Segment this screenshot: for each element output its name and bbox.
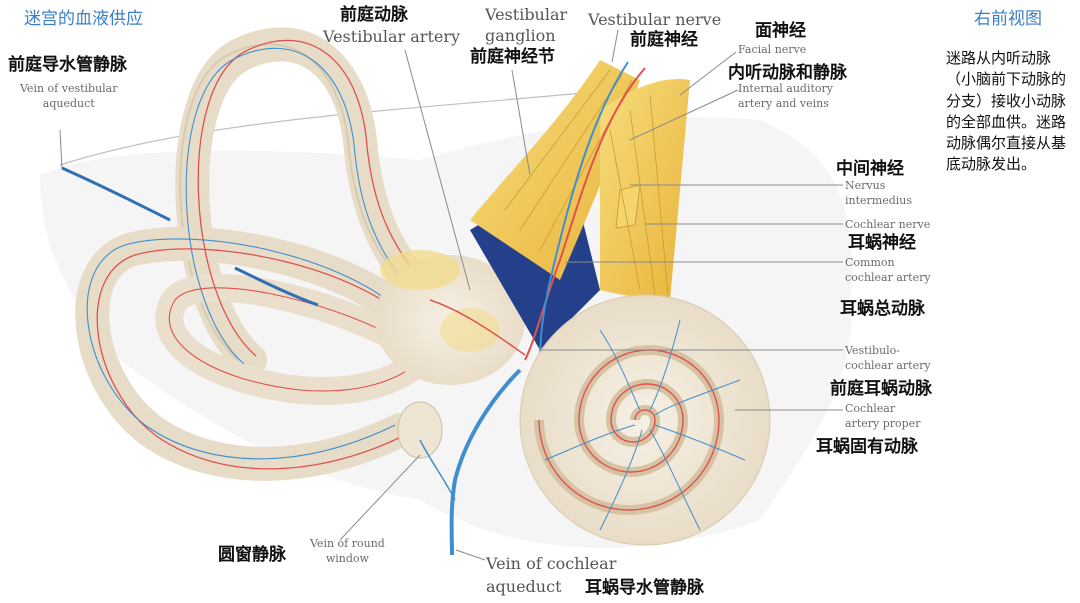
facial-nerve (600, 79, 690, 301)
vestibular-nerve (470, 60, 640, 280)
cochlear-aqueduct-vein (449, 368, 522, 556)
label-nervus-intermedius-cn: 中间神经 (836, 159, 904, 179)
label-cochlear-artery-proper-en: Cochlear artery proper (845, 402, 921, 430)
label-vestibular-aqueduct-vein-cn: 前庭导水管静脉 (8, 55, 127, 75)
saccule-macula (440, 308, 500, 352)
label-vestibular-aqueduct-vein-en: Vein of vestibular aqueduct (20, 82, 118, 110)
label-vestibular-artery-en: Vestibular artery (323, 27, 461, 46)
label-cochlear-aqueduct-vein-en: Vein of cochlear aqueduct (486, 554, 617, 597)
label-cochlear-nerve-en: Cochlear nerve (845, 218, 931, 231)
utricle-macula (380, 250, 460, 290)
canal-artery (168, 287, 421, 392)
view-label: 右前视图 (974, 9, 1042, 29)
nerve-vein (539, 61, 629, 361)
vestibular-artery-vessel (429, 299, 526, 356)
vestibular-aqueduct-vein (61, 166, 171, 222)
label-common-cochlear-artery-cn: 耳蜗总动脉 (840, 299, 925, 319)
round-window-vein (419, 439, 456, 501)
label-nervus-intermedius-en: Nervus intermedius (845, 179, 913, 207)
nerve-artery (524, 67, 646, 361)
vestibulocochlear-nerve-bundle (470, 60, 690, 361)
bone-outline (59, 94, 561, 166)
label-vestibular-artery-cn: 前庭动脉 (340, 5, 408, 25)
label-cochlear-nerve-cn: 耳蜗神经 (848, 233, 916, 253)
label-facial-nerve-cn: 面神经 (755, 21, 806, 41)
label-vestibulocochlear-artery-en: Vestibulo- cochlear artery (845, 344, 931, 372)
label-internal-auditory-cn: 内听动脉和静脉 (728, 63, 847, 83)
label-vestibular-ganglion-cn: 前庭神经节 (470, 47, 555, 67)
label-vestibulocochlear-artery-cn: 前庭耳蜗动脉 (830, 379, 932, 399)
round-window (397, 401, 443, 459)
label-cochlear-artery-proper-cn: 耳蜗固有动脉 (816, 437, 918, 457)
canal-artery (197, 39, 437, 357)
canal-vein (86, 238, 416, 460)
canal-artery (96, 248, 426, 470)
canal-vein (185, 47, 425, 365)
cochlea (519, 294, 771, 546)
label-vestibular-ganglion-en: Vestibular ganglion (485, 5, 568, 45)
explanatory-note: 迷路从内听动脉（小脑前下动脉的分支）接收小动脉的全部血供。迷路动脉偶尔直接从基底… (946, 49, 1067, 174)
leader-lines (59, 29, 843, 561)
label-round-window-vein-cn: 圆窗静脉 (218, 545, 286, 565)
vestibular-aqueduct-vein (234, 266, 319, 307)
label-vestibular-nerve-en: Vestibular nerve (588, 10, 722, 29)
cochlea-spiral-artery (538, 349, 720, 511)
posterior-canal (75, 226, 437, 481)
label-vestibular-nerve-cn: 前庭神经 (630, 30, 698, 50)
label-common-cochlear-artery-en: Common cochlear artery (845, 256, 931, 284)
cochlea-body (519, 294, 771, 546)
cochlea-radial-veins (544, 319, 746, 531)
semicircular-canals (75, 27, 447, 481)
label-round-window-vein-en: Vein of round window (310, 537, 385, 565)
label-internal-auditory-en: Internal auditory artery and veins (738, 82, 833, 110)
figure-title: 迷宫的血液供应 (24, 9, 143, 29)
label-cochlear-aqueduct-vein-cn: 耳蜗导水管静脉 (585, 578, 704, 598)
label-facial-nerve-en: Facial nerve (738, 43, 807, 56)
